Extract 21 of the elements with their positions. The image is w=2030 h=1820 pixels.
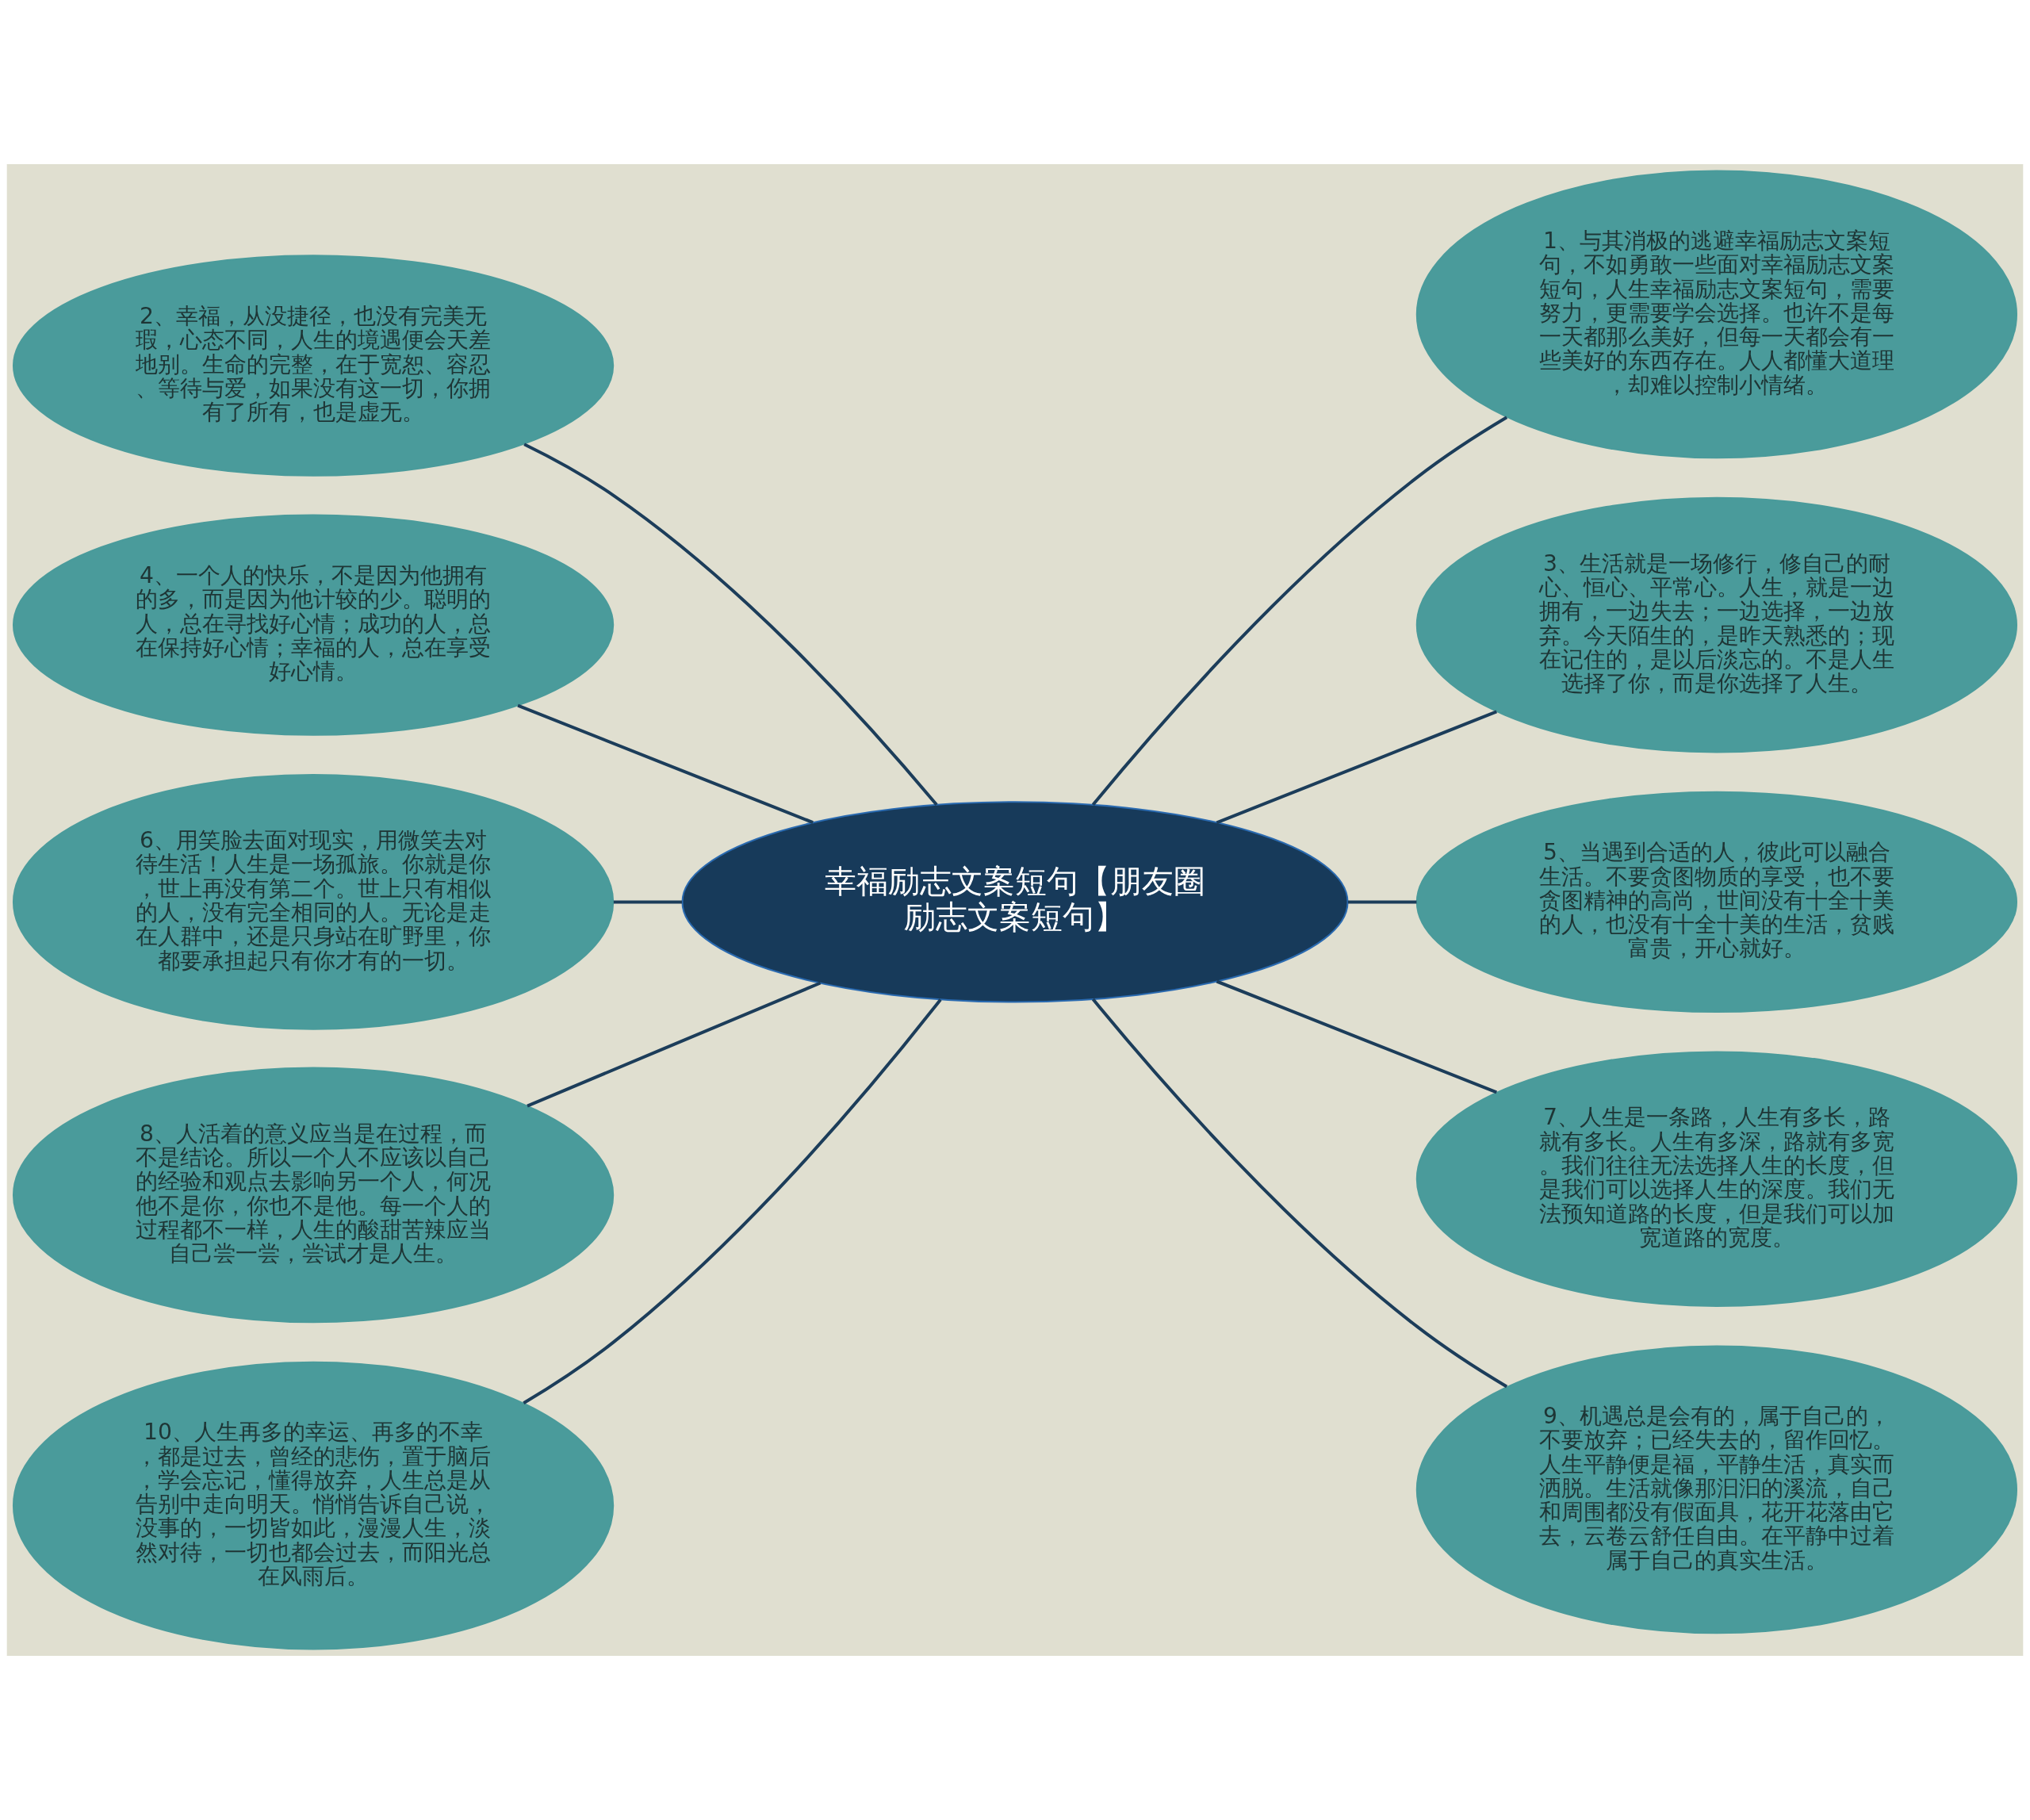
node-ellipse: 幸福励志文案短句【朋友圈励志文案短句】 [681, 801, 1349, 1003]
connector [1091, 416, 1508, 807]
connector [1216, 710, 1498, 825]
node-ellipse: 1、与其消极的逃避幸福励志文案短句，不如勇敢一些面对幸福励志文案短句，人生幸福励志文案短句，需要努力，更需要学会选择。也许不是每一天都那么美好，但每一天都会有一些美好的东西存在。人人都懂大道理，却难以控制小情绪。 [1415, 170, 2018, 459]
node-ellipse: 4、一个人的快乐，不是因为他拥有的多，而是因为他计较的少。聪明的人，总在寻找好心情；成功的人，总在保持好心情；幸福的人，总在享受好心情。 [12, 514, 615, 736]
node-ellipse: 7、人生是一条路，人生有多长，路就有多长。人生有多深，路就有多宽。我们往往无法选择人生的长度，但是我们可以选择人生的深度。我们无法预知道路的长度，但是我们可以加宽道路的宽度。 [1415, 1051, 2018, 1307]
connector [523, 998, 942, 1405]
node-ellipse: 9、机遇总是会有的，属于自己的，不要放弃；已经失去的，留作回忆。人生平静便是福，平静生活，真实而洒脱。生活就像那汩汩的溪流，自己和周围都没有假面具，花开花落由它去，云卷云舒任自由。在平静中过着属于自己的真实生活。 [1415, 1345, 2018, 1634]
node-ellipse: 2、幸福，从没捷径，也没有完美无瑕，心态不同，人生的境遇便会天差地别。生命的完整，在于宽恕、容忍、等待与爱，如果没有这一切，你拥有了所有，也是虚无。 [12, 255, 615, 477]
connector [1347, 900, 1417, 904]
connector [517, 703, 814, 825]
connector [527, 981, 822, 1108]
node-ellipse: 5、当遇到合适的人，彼此可以融合生活。不要贪图物质的享受，也不要贪图精神的高尚，世间没有十全十美的人，也没有十全十美的生活，贫贱富贵，开心就好。 [1415, 791, 2018, 1013]
node-ellipse: 6、用笑脸去面对现实，用微笑去对待生活！人生是一场孤旅。你就是你，世上再没有第二个。世上只有相似的人，没有完全相同的人。无论是走在人群中，还是只身站在旷野里，你都要承担起只有你才有的一切。 [12, 774, 615, 1030]
connector [1216, 979, 1498, 1094]
node-ellipse: 8、人活着的意义应当是在过程，而不是结论。所以一个人不应该以自己的经验和观点去影响另一个人，何况他不是你，你也不是他。每一个人的过程都不一样，人生的酸甜苦辣应当自己尝一尝，尝试才是人生。 [12, 1067, 615, 1324]
connector [1091, 998, 1508, 1389]
node-ellipse: 3、生活就是一场修行，修自己的耐心、恒心、平常心。人生，就是一边拥有，一边失去；一边选择，一边放弃。今天陌生的，是昨天熟悉的；现在记住的，是以后淡忘的。不是人生选择了你，而是你选择了人生。 [1415, 496, 2018, 753]
connector [613, 900, 682, 904]
connector [523, 443, 938, 807]
node-ellipse: 10、人生再多的幸运、再多的不幸，都是过去，曾经的悲伤，置于脑后，学会忘记，懂得放弃，人生总是从告别中走向明天。悄悄告诉自己说，没事的，一切皆如此，漫漫人生，淡然对待，一切也都会过去，而阳光总在风雨后。 [12, 1361, 615, 1650]
